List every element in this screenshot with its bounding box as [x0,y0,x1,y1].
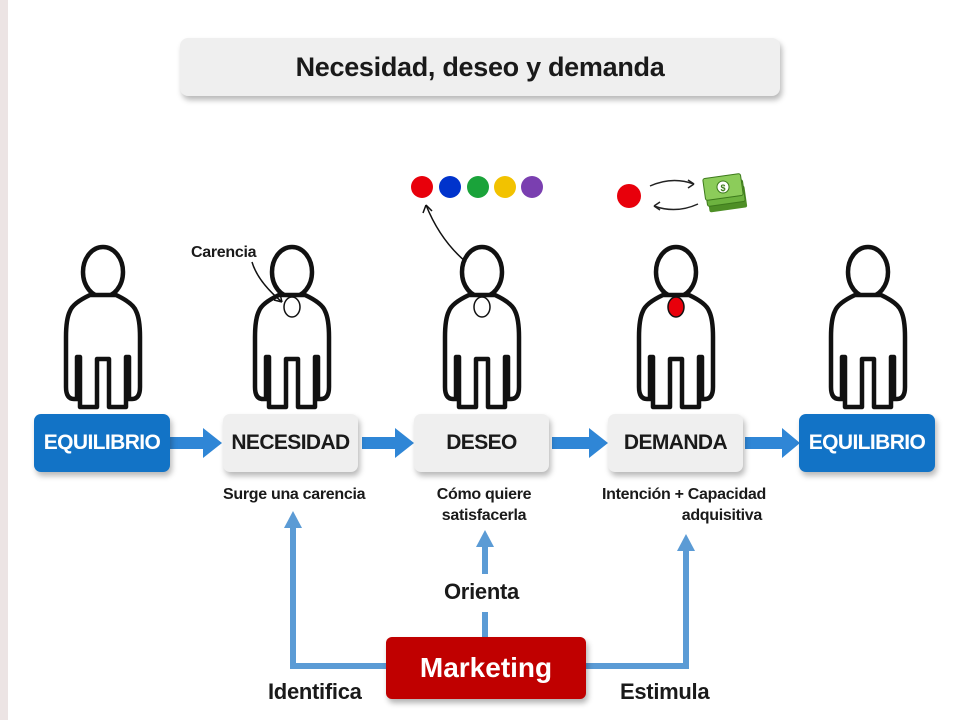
person-icon [445,247,519,407]
stage-equilibrio-start: EQUILIBRIO [34,414,170,472]
orienta-label: Orienta [444,579,519,604]
exchange-arrows-icon [649,179,699,211]
person-icon [255,247,329,407]
title-box: Necesidad, deseo y demanda [180,38,780,96]
left-edge-strip [0,0,8,720]
identifica-label: Identifica [268,679,362,704]
person-icon [639,247,713,407]
estimula-label: Estimula [620,679,710,704]
deseo-caption-line1: Cómo quiere [436,486,532,503]
page-title: Necesidad, deseo y demanda [295,51,665,82]
filled-heart-icon [667,296,685,318]
stage-demanda: DEMANDA [608,414,743,472]
money-stack-icon: $ [702,173,748,213]
desire-pointer [425,204,467,263]
demanda-caption-line1: Intención + Capacidad [602,486,766,503]
necesidad-caption: Surge una carencia [223,486,366,503]
deseo-caption-line2: satisfacerla [441,507,527,524]
carencia-label: Carencia [191,244,257,261]
empty-heart-icon [473,296,491,318]
carencia-pointer [251,261,283,303]
stage-deseo: DESEO [414,414,549,472]
demand-choice-dot [617,184,641,208]
marketing-box: Marketing [386,637,586,699]
svg-text:$: $ [720,183,725,193]
marketing-label: Marketing [419,652,553,683]
desire-options [411,176,543,198]
stage-necesidad: NECESIDAD [223,414,358,472]
empty-heart-icon [283,296,301,318]
stage-equilibrio-end: EQUILIBRIO [799,414,935,472]
demanda-caption-line2: adquisitiva [681,507,763,524]
person-icon [831,247,905,407]
person-icon [66,247,140,407]
